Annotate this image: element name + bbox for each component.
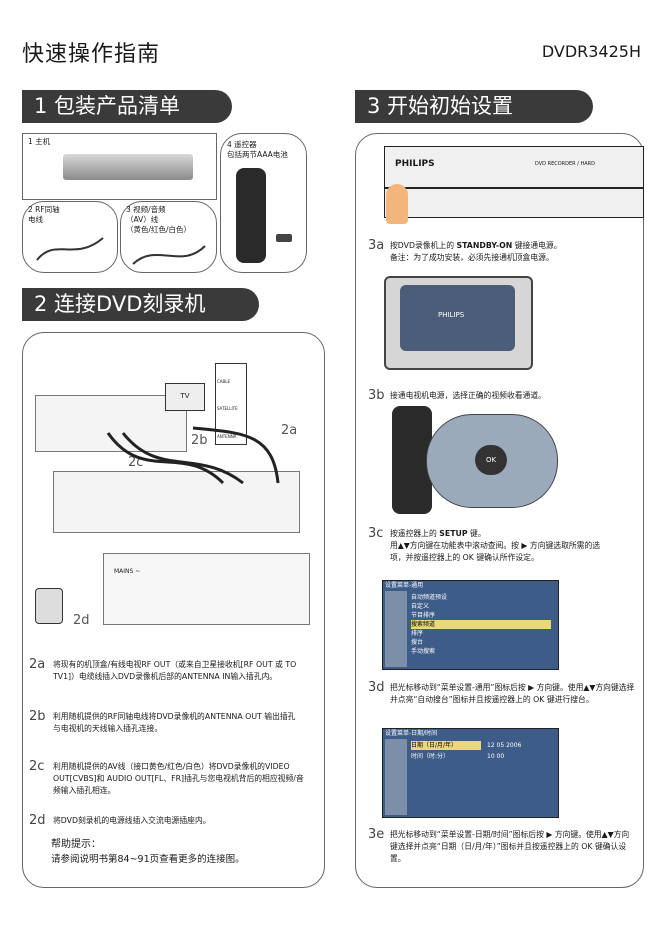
item-label: 2 RF同轴 电线: [28, 205, 60, 224]
step-text: 将现有的机顶盒/有线电视RF OUT（或来自卫星接收机[RF OUT 或 TO …: [53, 660, 297, 681]
step-number: 2a: [29, 657, 46, 672]
power-outlet-icon: [35, 588, 63, 624]
key-setup: SETUP: [439, 529, 468, 538]
step-number: 2c: [29, 759, 45, 774]
menu-row: 自动频道预设: [411, 594, 448, 601]
callout-2a: 2a: [281, 423, 298, 438]
menu-row: 手动搜索: [411, 648, 436, 655]
item-main-unit: 1 主机: [22, 133, 217, 200]
menu-row: 节目排序: [411, 612, 436, 619]
item-label: 3 视频/音频 （AV）线 （黄色/红色/白色）: [126, 205, 192, 234]
step-number: 3d: [368, 680, 385, 695]
divider: [385, 187, 643, 189]
remote-image: [392, 406, 432, 514]
connection-panel: TV CABLE SATELLITE ANTENNA 2a 2b 2c MAIN…: [22, 332, 325, 888]
item-av-cable: 3 视频/音频 （AV）线 （黄色/红色/白色）: [120, 201, 217, 273]
callout-2d: 2d: [73, 613, 90, 628]
help-text: 请参阅说明书第84~91页查看更多的连接图。: [51, 854, 245, 865]
source-satellite: SATELLITE: [217, 406, 238, 411]
menu-row-highlighted: 日期（日/月/年）: [411, 741, 481, 750]
tv-screen: PHILIPS: [400, 285, 515, 351]
mains-label: MAINS ~: [114, 568, 141, 575]
item-remote: 4 遥控器 包括两节AAA电池: [220, 133, 307, 273]
step-number: 3e: [368, 827, 385, 842]
step-text: 键接通电源。: [512, 241, 562, 250]
step-note: 备注：为了成功安装，必须先接通机顶盒电源。: [390, 253, 554, 262]
step-text: 按遥控器上的: [390, 529, 440, 538]
step-text: 将DVD刻录机的电源线插入交流电源插座内。: [53, 816, 211, 825]
rf-cable-icon: [36, 237, 104, 261]
step-text: 把光标移动到“菜单设置-通用”图标后按 ▶ 方向键。使用▲▼方向键选择并点亮“自…: [390, 683, 635, 704]
setup-menu-datetime: 设置菜单-日期/时间 日期（日/月/年） 12 05 2006 时间（时:分） …: [382, 728, 559, 818]
section2-banner: 2 连接DVD刻录机: [22, 288, 259, 321]
menu-value: 10 00: [487, 753, 505, 760]
step-3c-text: 按遥控器上的 SETUP 键。 用▲▼方向键在功能表中滚动查阅。按 ▶ 方向键选…: [390, 528, 605, 564]
step-detail: 用▲▼方向键在功能表中滚动查阅。按 ▶ 方向键选取所需的选项，并按遥控器上的 O…: [390, 541, 601, 562]
menu-title: 设置菜单-通用: [385, 582, 424, 589]
step-number: 2b: [29, 709, 46, 724]
model-number: DVDR3425H: [541, 42, 641, 61]
source-antenna: ANTENNA: [217, 434, 237, 439]
menu-row: 时间（时:分）: [411, 753, 450, 760]
tv-rear-panel: [53, 471, 300, 533]
menu-row: 搜台: [411, 639, 424, 646]
battery-icon: [276, 234, 292, 242]
step-text: 把光标移动到“菜单设置-日期/时间”图标后按 ▶ 方向键。使用▲▼方向键选择并点…: [390, 830, 630, 863]
device-model-label: DVD RECORDER / HARD: [535, 161, 596, 167]
tv-logo: PHILIPS: [438, 311, 465, 319]
item-rf-cable: 2 RF同轴 电线: [22, 201, 118, 273]
setup-menu-general: 设置菜单-通用 自动频道预设 自定义 节目排序 搜索频道 排序 搜台 手动搜索: [382, 580, 559, 670]
source-cable: CABLE: [217, 379, 231, 384]
callout-2b: 2b: [191, 433, 208, 448]
finger-icon: [386, 184, 408, 224]
mains-panel: MAINS ~: [103, 553, 310, 625]
recorder-rear-panel: [35, 395, 187, 452]
item-label: 4 遥控器 包括两节AAA电池: [227, 140, 288, 159]
step-text: 利用随机提供的AV线（接口黄色/红色/白色）将DVD录像机的VIDEO OUT[…: [53, 762, 304, 795]
step-number: 3c: [368, 526, 384, 541]
step-text: 利用随机提供的RF同轴电线将DVD录像机的ANTENNA OUT 输出插孔与电视…: [53, 712, 296, 733]
recorder-front-image: PHILIPS DVD RECORDER / HARD: [384, 146, 644, 218]
step-text: 按DVD录像机上的: [390, 241, 457, 250]
tv-image: PHILIPS: [384, 276, 533, 370]
connection-cables: [106, 426, 280, 485]
step-text: 接通电视机电源，选择正确的视频收看通道。: [390, 391, 546, 400]
menu-icon-column: [385, 739, 407, 815]
item-label: 1 主机: [28, 137, 51, 146]
section3-banner: 3 开始初始设置: [355, 90, 593, 123]
help-title: 帮助提示：: [51, 839, 101, 850]
step-number: 2d: [29, 813, 46, 828]
section1-banner: 1 包装产品清单: [22, 90, 232, 123]
menu-row: 排序: [411, 630, 424, 637]
dpad-callout: OK: [426, 414, 558, 508]
step-number: 3b: [368, 388, 385, 403]
menu-row: 自定义: [411, 603, 430, 610]
ok-button-icon: OK: [475, 445, 507, 475]
menu-title: 设置菜单-日期/时间: [385, 730, 438, 737]
menu-rows: 自动频道预设 自定义 节目排序 搜索频道 排序 搜台 手动搜索: [411, 593, 551, 656]
dvd-recorder-image: [63, 154, 193, 180]
brand-logo: PHILIPS: [395, 159, 435, 169]
page-title: 快速操作指南: [22, 42, 161, 67]
key-standby: STANDBY-ON: [456, 241, 513, 250]
tv-icon: TV: [165, 383, 205, 411]
av-cable-icon: [132, 245, 206, 265]
remote-image: [236, 168, 266, 263]
menu-row-highlighted: 搜索频道: [411, 620, 551, 629]
menu-icon-column: [385, 591, 407, 667]
step-text: 键。: [467, 529, 486, 538]
setup-panel: PHILIPS DVD RECORDER / HARD 3a 按DVD录像机上的…: [355, 133, 644, 888]
step-number: 3a: [368, 238, 385, 253]
step-3a-text: 按DVD录像机上的 STANDBY-ON 键接通电源。 备注：为了成功安装，必须…: [390, 240, 635, 264]
menu-value: 12 05 2006: [487, 742, 522, 749]
